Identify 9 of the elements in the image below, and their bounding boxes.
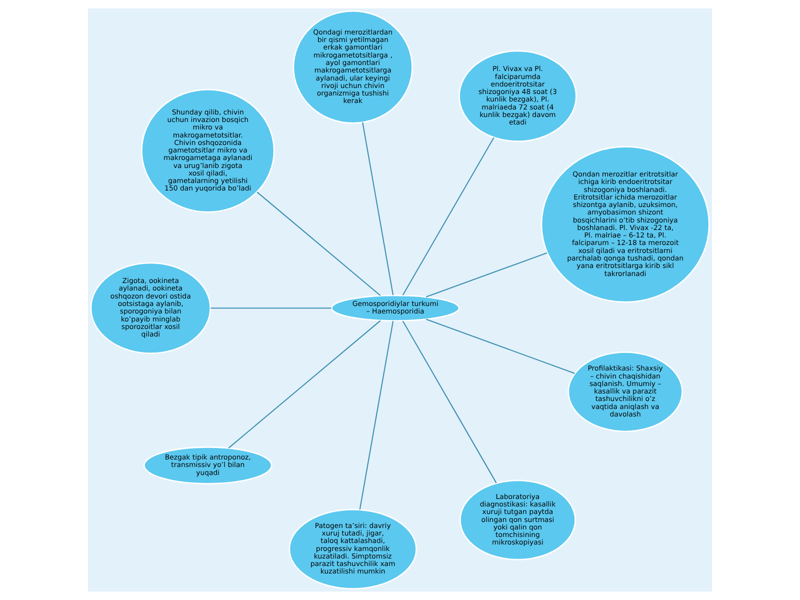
connector: [426, 318, 575, 374]
connector: [402, 137, 494, 296]
connector: [210, 308, 332, 309]
connector: [228, 320, 381, 448]
connector: [402, 320, 497, 484]
connector: [256, 192, 381, 296]
connector: [359, 320, 394, 510]
connector: [362, 122, 394, 296]
connector: [426, 252, 548, 298]
